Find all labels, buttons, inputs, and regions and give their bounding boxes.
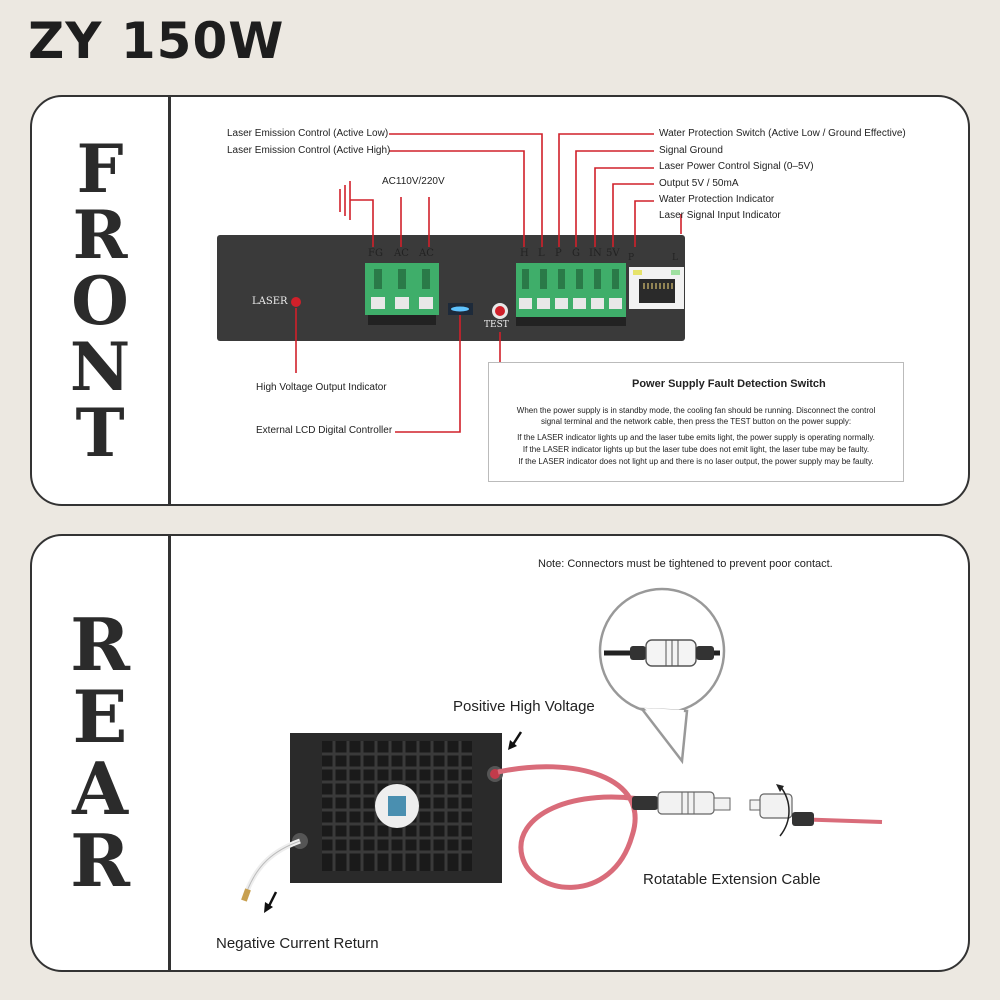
rear-note: Note: Connectors must be tightened to pr… (538, 558, 833, 570)
label-active-low: Laser Emission Control (Active Low) (227, 128, 389, 139)
fault-detection-box: Power Supply Fault Detection Switch When… (488, 362, 904, 482)
fault-box-line: If the LASER indicator lights up but the… (522, 445, 870, 454)
pin-label: FG (368, 248, 383, 259)
pin-label: G (572, 248, 580, 259)
rj45-led-label: L (672, 253, 678, 263)
laser-label: LASER (252, 296, 288, 307)
rear-divider (168, 536, 171, 970)
fault-box-line: If the LASER indicator does not light up… (518, 457, 874, 466)
label-positive-hv: Positive High Voltage (453, 698, 595, 715)
page-title: ZY 150W (28, 12, 285, 70)
pin-label: AC (394, 248, 409, 259)
cable-connector-left (632, 796, 658, 810)
test-label: TEST (484, 320, 509, 330)
label-negative-return: Negative Current Return (216, 935, 379, 952)
cable-connector-right (759, 793, 793, 819)
rj45-led-label: P (628, 253, 635, 263)
front-panel: F R O N T (30, 95, 970, 506)
hv-cable (497, 764, 653, 890)
label-water-indicator: Water Protection Indicator (659, 194, 775, 205)
label-signal-ground: Signal Ground (659, 145, 723, 156)
rear-letter: E (72, 674, 128, 759)
signal-terminal-block (516, 263, 626, 317)
label-laser-signal-indicator: Laser Signal Input Indicator (659, 210, 781, 221)
rear-letter: A (72, 746, 128, 831)
label-output-5v: Output 5V / 50mA (659, 178, 739, 189)
laser-indicator-led (291, 297, 301, 307)
front-divider (168, 97, 171, 504)
label-hv-indicator: High Voltage Output Indicator (256, 382, 387, 393)
pin-label: L (538, 248, 545, 259)
label-water-switch: Water Protection Switch (Active Low / Gr… (659, 128, 906, 139)
fault-box-title: Power Supply Fault Detection Switch (632, 378, 826, 390)
pin-label: P (555, 248, 562, 259)
fault-box-line: signal terminal and the network cable, t… (540, 417, 852, 426)
label-extension-cable: Rotatable Extension Cable (643, 871, 821, 888)
front-side-label: F R O N T (32, 97, 168, 504)
fault-box-line: If the LASER indicator lights up and the… (517, 433, 875, 442)
l-led (671, 270, 680, 275)
pin-label: H (520, 248, 529, 259)
rear-letter: R (70, 818, 130, 903)
label-ac-voltage: AC110V/220V (382, 176, 445, 187)
label-lcd-controller: External LCD Digital Controller (256, 425, 393, 436)
front-letter: T (75, 393, 125, 472)
front-letter: O (71, 261, 129, 340)
label-power-control: Laser Power Control Signal (0–5V) (659, 161, 814, 172)
front-letter: R (72, 195, 128, 274)
front-letter: F (76, 129, 124, 208)
rear-panel: R E A R (30, 534, 970, 972)
pin-label: IN (589, 248, 602, 259)
fault-box-line: When the power supply is in standby mode… (516, 406, 876, 415)
label-active-high: Laser Emission Control (Active High) (227, 145, 391, 156)
rear-letter: R (70, 602, 130, 687)
rear-side-label: R E A R (32, 536, 168, 970)
rear-diagram (241, 587, 883, 913)
pin-label: AC (419, 248, 434, 259)
front-letter: N (69, 327, 131, 406)
pin-label: 5V (606, 248, 620, 259)
p-led (633, 270, 642, 275)
